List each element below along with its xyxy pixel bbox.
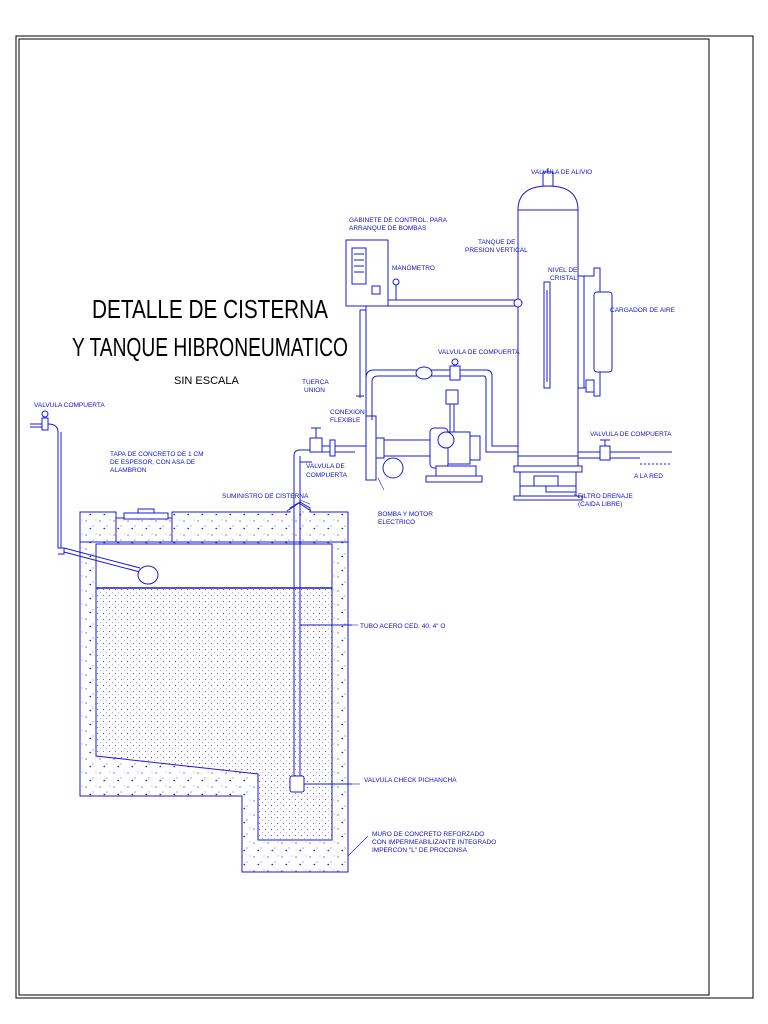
label-tanque-1: TANQUE DE: [478, 239, 516, 246]
label-conexion-2: FLEXIBLE: [330, 417, 361, 424]
label-muro-2: CON IMPERMEABILIZANTE INTEGRADO: [372, 839, 496, 846]
label-tapa-3: ALAMBRON: [110, 467, 147, 474]
label-check: VALVULA CHECK PICHANCHA: [364, 777, 457, 784]
label-valvula-compuerta-right: VALVULA DE COMPUERTA: [590, 431, 672, 438]
pump-inlet-valve: [309, 427, 367, 457]
title-line-2: Y TANQUE HIBRONEUMATICO: [72, 332, 348, 362]
label-tubo: TUBO ACERO CED. 40, 4" O: [360, 623, 445, 630]
label-valvula-de-1: VALVULA DE: [306, 463, 345, 470]
label-filtro-1: FILTRO DRENAJE: [578, 493, 633, 500]
label-cargador: CARGADOR DE AIRE: [610, 307, 676, 314]
title-line-1: DETALLE DE CISTERNA: [92, 294, 329, 324]
inlet-pipe: [30, 410, 159, 585]
discharge-pipe: [356, 299, 520, 453]
label-tanque-2: PRESION VERTICAL: [465, 247, 528, 254]
label-manometro: MANÓMETRO: [392, 263, 435, 272]
label-gabinete-1: GABINETE DE CONTROL, PARA: [349, 217, 448, 224]
manhole-cover: [123, 512, 169, 520]
label-valvula-compuerta-left: VALVULA COMPUERTA: [34, 402, 105, 409]
label-valvula-alivio: VALVULA DE ALIVIO: [531, 169, 592, 176]
float-ball: [137, 565, 159, 585]
drawing-frame: [15, 35, 754, 999]
label-bomba-2: ELECTRICO: [378, 519, 415, 526]
labels: VALVULA DE ALIVIO GABINETE DE CONTROL, P…: [34, 169, 676, 854]
label-tapa-2: DE ESPESOR, CON ASA DE: [110, 459, 196, 466]
label-nivel-1: NIVEL DE: [548, 267, 578, 274]
label-muro-3: IMPERCON "L" DE PROCONSA: [372, 847, 468, 854]
label-tuerca-1: TUERCA: [302, 379, 329, 386]
outlet-pipe: [578, 439, 672, 465]
pump-motor: [365, 389, 483, 483]
pressure-tank: [513, 168, 583, 501]
label-tapa-1: TAPA DE CONCRETO DE 1 CM: [110, 451, 204, 458]
check-valve: [289, 775, 305, 793]
drawing-title: DETALLE DE CISTERNA Y TANQUE HIBRONEUMAT…: [72, 294, 348, 387]
label-conexion-1: CONEXION: [330, 409, 365, 416]
label-suministro: SUMINISTRO DE CISTERNA: [222, 493, 309, 500]
cistern-water: [96, 588, 332, 840]
leader-lines: [299, 477, 581, 857]
air-charger: [578, 267, 613, 397]
control-cabinet: [345, 239, 400, 307]
label-nivel-2: CRISTAL: [550, 275, 577, 282]
scale-note: SIN ESCALA: [174, 375, 239, 387]
label-valvula-de-2: COMPUERTA: [306, 472, 348, 479]
suction-pipe: [289, 449, 352, 793]
label-filtro-2: (CAIDA LIBRE): [578, 501, 622, 508]
label-a-la-red: A LA RED: [634, 473, 663, 480]
cistern: [79, 501, 349, 873]
label-gabinete-2: ARRANQUE DE BOMBAS: [349, 225, 427, 232]
label-bomba-1: BOMBA Y MOTOR: [378, 511, 433, 518]
label-muro-1: MURO DE CONCRETO REFORZADO: [372, 831, 484, 838]
label-tuerca-2: UNION: [304, 387, 325, 394]
label-valvula-compuerta-top: VALVULA DE COMPUERTA: [438, 349, 520, 356]
